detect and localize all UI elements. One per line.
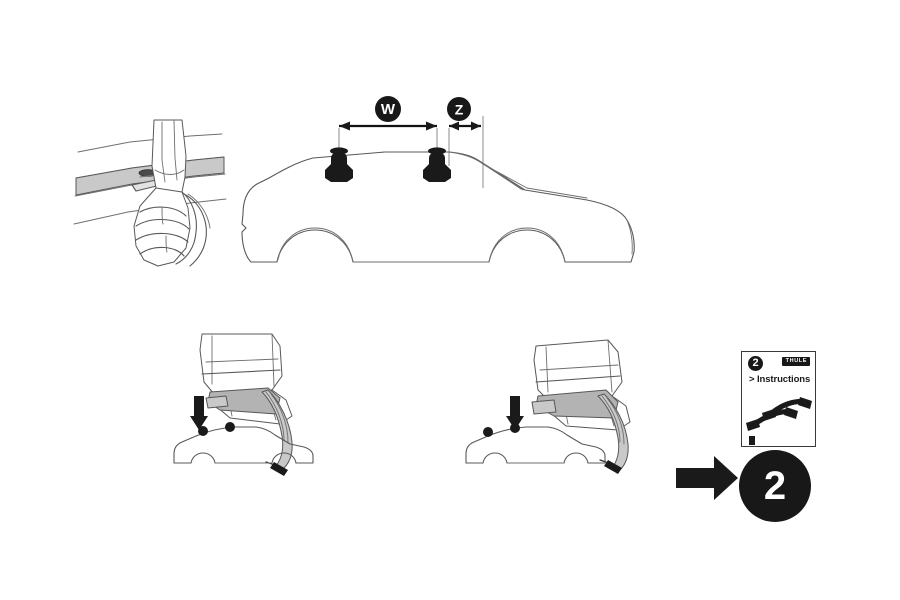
detail-rear-panel bbox=[458, 332, 633, 474]
instruction-card[interactable]: 2 THULE > Instructions bbox=[741, 351, 816, 447]
measurement-badge-z: Z bbox=[447, 97, 471, 121]
mini-car-rear bbox=[465, 423, 606, 464]
card-illustration bbox=[742, 389, 815, 447]
door-grip-panel bbox=[70, 119, 230, 295]
card-header: 2 THULE bbox=[742, 352, 815, 374]
roof-mount-foot-rear bbox=[423, 147, 451, 182]
measurement-badge-w: W bbox=[375, 96, 401, 122]
svg-text:W: W bbox=[381, 101, 396, 118]
roof-mount-foot-front bbox=[325, 147, 353, 182]
card-step-number: 2 bbox=[748, 356, 763, 371]
detail-front-panel bbox=[168, 332, 333, 476]
brand-logo: THULE bbox=[781, 357, 810, 366]
step-number-callout: 2 bbox=[739, 450, 811, 522]
vehicle-overview-panel: W Z bbox=[235, 92, 645, 307]
placement-arrow-front bbox=[190, 396, 208, 430]
step-arrow bbox=[672, 450, 742, 510]
mini-car-front bbox=[173, 422, 314, 464]
svg-text:Z: Z bbox=[455, 102, 464, 118]
card-heading: > Instructions bbox=[749, 374, 811, 385]
